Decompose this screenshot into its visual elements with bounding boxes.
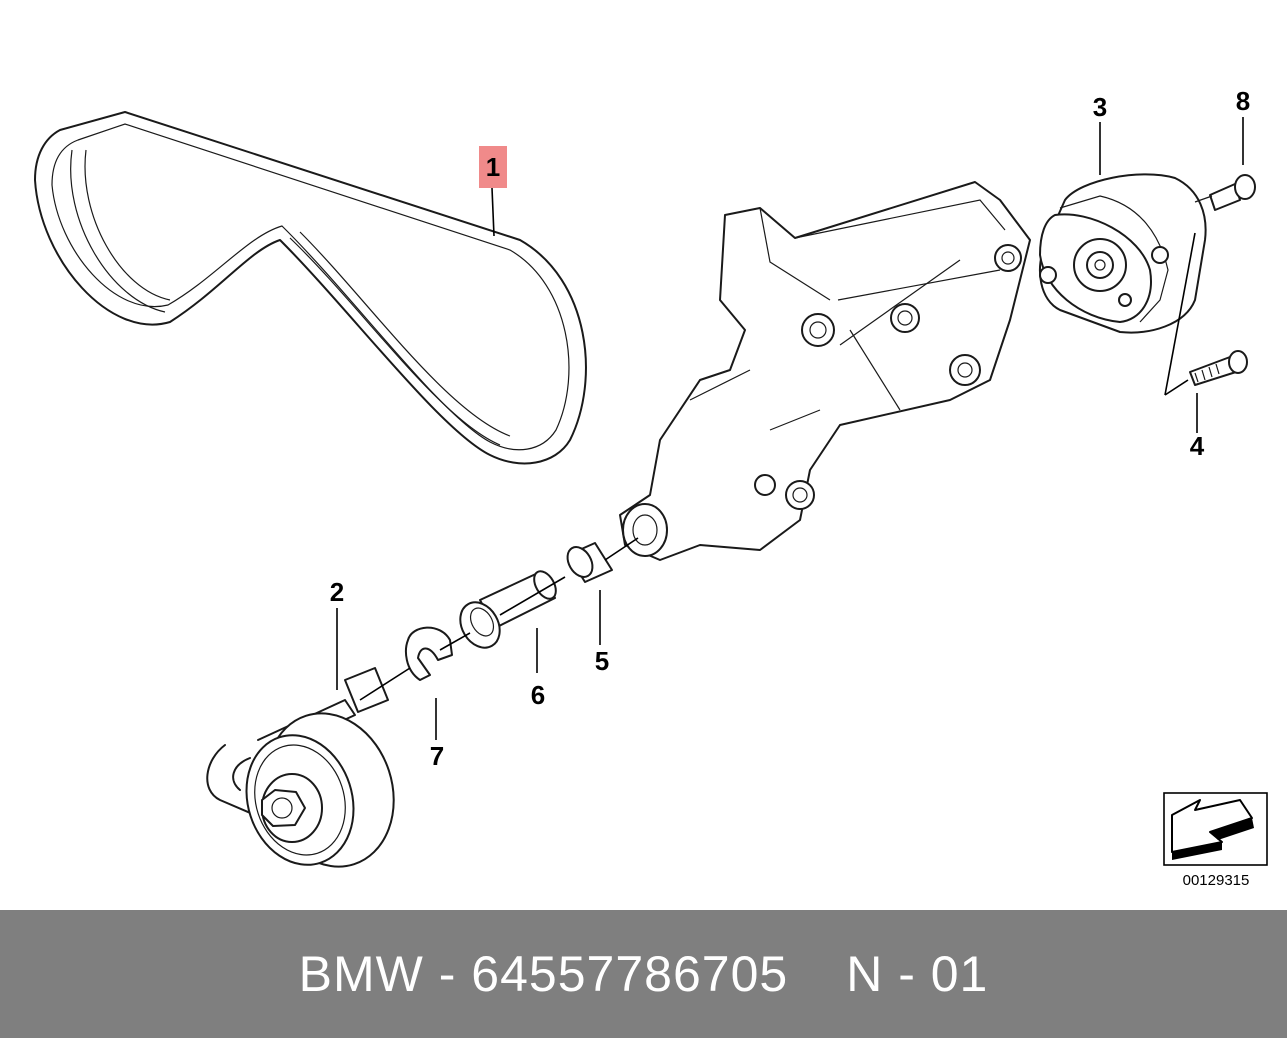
footer-suffix: N - 01 [846,946,989,1002]
callout-6: 6 [531,680,545,710]
bolt-4-part [1189,350,1248,386]
orientation-arrow-icon [1163,792,1268,866]
callout-7: 7 [430,741,444,771]
callout-8: 8 [1236,86,1250,116]
belt-part [34,111,587,465]
callout-5: 5 [595,646,609,676]
leader-lines [336,117,1244,740]
footer-brand: BMW [298,946,424,1002]
callout-4: 4 [1190,431,1205,461]
washer-7-part [405,626,453,681]
bushing-6-part [459,570,557,649]
bolt-8-part [1194,174,1256,211]
pulley-part [206,667,395,868]
sleeve-5-part [566,542,613,583]
callout-3: 3 [1093,92,1107,122]
drawing-code: 00129315 [1183,872,1250,889]
tensioner-part [1039,173,1207,334]
parts-diagram: 1 2 3 4 5 6 7 8 00129315 [34,86,1268,889]
callout-2: 2 [330,577,344,607]
callout-labels: 1 2 3 4 5 6 7 8 [330,86,1250,771]
footer-bar: BMW - 64557786705 N - 01 [0,910,1287,1038]
bracket [619,181,1031,561]
footer-separator: - [438,946,457,1002]
callout-1-highlight [479,146,507,188]
footer-part-number: 64557786705 [471,946,789,1002]
callout-1: 1 [486,152,500,182]
